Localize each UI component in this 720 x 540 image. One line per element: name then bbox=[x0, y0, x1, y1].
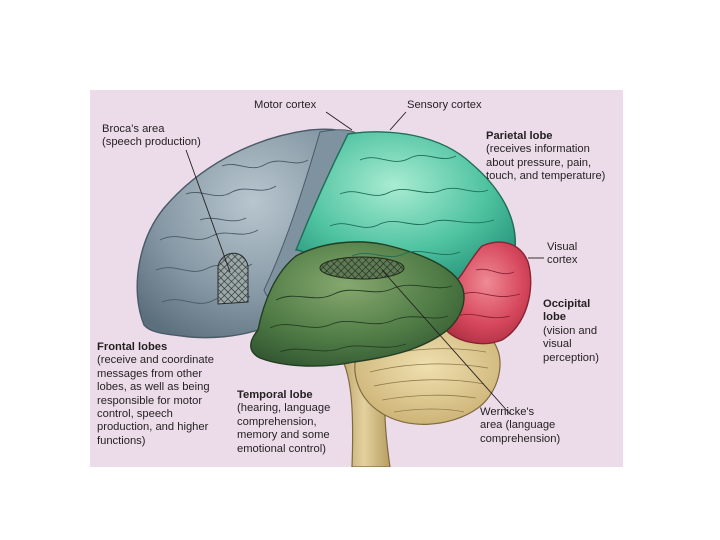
occipital-lobe-label: Occipital lobe (vision and visual percep… bbox=[543, 298, 599, 365]
brocas-area-desc: (speech production) bbox=[102, 136, 201, 149]
frontal-lobes-label: Frontal lobes (receive and coordinate me… bbox=[97, 341, 214, 448]
parietal-lobe-title: Parietal lobe bbox=[486, 130, 553, 142]
wernickes-area-region bbox=[319, 256, 405, 280]
parietal-lobe-desc: (receives information about pressure, pa… bbox=[486, 143, 606, 183]
frontal-lobes-desc: (receive and coordinate messages from ot… bbox=[97, 354, 214, 447]
occipital-lobe-title: Occipital lobe bbox=[543, 298, 591, 324]
brocas-area-label: Broca's area (speech production) bbox=[102, 123, 201, 150]
brocas-area-title: Broca's area bbox=[102, 123, 165, 135]
parietal-gyri bbox=[329, 154, 495, 258]
parietal-lobe-label: Parietal lobe (receives information abou… bbox=[486, 130, 605, 184]
diagram-panel: Motor cortex Sensory cortex Broca's area… bbox=[90, 90, 623, 467]
visual-cortex-text: Visual cortex bbox=[547, 241, 578, 267]
temporal-lobe bbox=[250, 241, 465, 367]
occipital-lobe bbox=[442, 241, 532, 345]
leader-lines bbox=[185, 111, 544, 415]
wernickes-area-text: Wernicke's area (language comprehension) bbox=[480, 406, 561, 445]
temporal-lobe-title: Temporal lobe bbox=[237, 389, 313, 401]
occipital-gyri bbox=[457, 268, 521, 319]
brocas-area-region bbox=[217, 252, 249, 305]
sensory-cortex-label: Sensory cortex bbox=[407, 99, 482, 111]
wernickes-area-label: Wernicke's area (language comprehension) bbox=[480, 406, 560, 446]
visual-cortex-label: Visual cortex bbox=[547, 241, 577, 268]
brain-illustration bbox=[136, 111, 544, 467]
motor-cortex-label: Motor cortex bbox=[254, 99, 317, 111]
frontal-lobes-title: Frontal lobes bbox=[97, 341, 168, 353]
temporal-gyri bbox=[269, 284, 453, 353]
occipital-lobe-desc: (vision and visual perception) bbox=[543, 324, 599, 364]
temporal-lobe-label: Temporal lobe (hearing, language compreh… bbox=[237, 389, 330, 456]
temporal-lobe-desc: (hearing, language comprehension, memory… bbox=[237, 402, 331, 455]
